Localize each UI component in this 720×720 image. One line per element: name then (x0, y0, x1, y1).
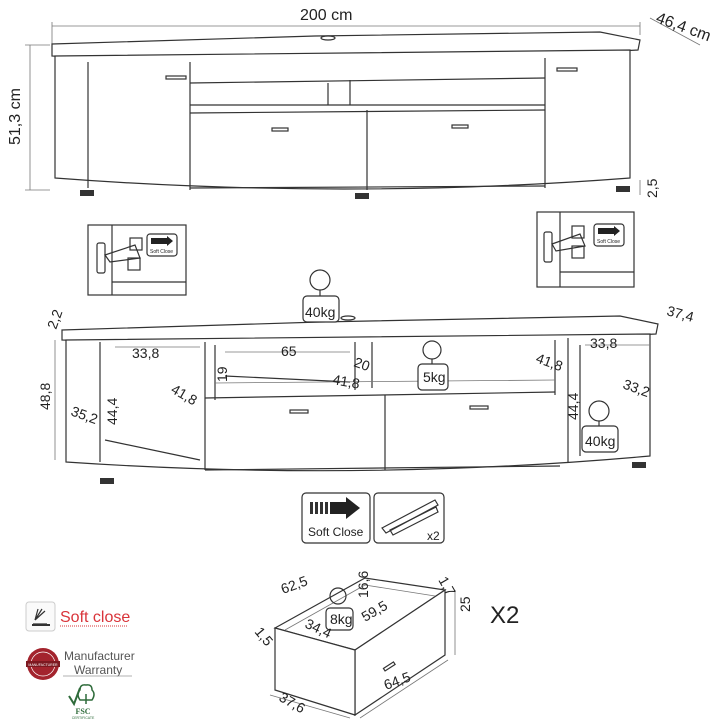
drawer-length-top-label: 62,5 (279, 572, 310, 596)
warranty-seal-icon: MANUFACTURER (26, 648, 60, 680)
inner-height-label: 48,8 (37, 383, 53, 410)
right-compartment-width-label: 33,8 (590, 335, 617, 351)
warranty-seal-text: MANUFACTURER (28, 663, 58, 667)
fsc-badge: FSC CERTIFICATE (68, 684, 95, 720)
drawer-inner-height-label: 16,6 (355, 571, 371, 598)
depth-label: 46,4 cm (654, 10, 713, 45)
soft-close-feature: Soft Close (301, 492, 371, 544)
inner-view-cabinet (54, 315, 659, 484)
hinge-badge-label: Soft Close (597, 239, 620, 245)
center-depth-label: 41,8 (331, 371, 361, 392)
front-view-cabinet (25, 17, 701, 199)
drawer-inner-length-label: 59,5 (359, 597, 391, 625)
soft-close-badge-icon: Soft Close (593, 223, 625, 247)
leg-height-label: 2,5 (644, 178, 660, 198)
height-label: 51,3 cm (7, 88, 24, 145)
weight-icon-shelf (417, 340, 449, 391)
soft-close-badge-label: Soft close (60, 609, 130, 626)
center-shelf-width-label: 65 (281, 343, 297, 359)
hinge-badge-label: Soft Close (150, 249, 173, 255)
weight-icon-top (302, 269, 340, 323)
hinge-detail-right: Soft Close (536, 211, 635, 288)
drawer-quantity-label: X2 (490, 602, 519, 629)
drawer-side-thickness-label: 1,5 (252, 624, 277, 649)
inner-depth-label: 37,4 (665, 302, 696, 325)
fsc-label: FSC (75, 707, 90, 716)
fsc-sub-label: CERTIFICATE (72, 716, 95, 720)
top-load-label: 40kg (305, 304, 335, 320)
runners-count-label: x2 (427, 529, 440, 543)
fsc-tree-icon (68, 684, 95, 707)
soft-close-badge-icon: Soft Close (146, 233, 178, 257)
left-compartment-width-label: 33,8 (132, 345, 159, 361)
width-label: 200 cm (300, 7, 352, 24)
hinge-detail-left: Soft Close (87, 224, 187, 296)
drawer-load-label: 8kg (330, 611, 353, 627)
soft-close-arrow-icon (310, 497, 360, 519)
drawer-diagram (269, 577, 456, 719)
warranty-line-2: Warranty (74, 663, 122, 677)
left-height-label: 44,4 (104, 398, 120, 425)
shelf-height-label: 19 (214, 366, 230, 382)
manufacturer-warranty-badge: MANUFACTURER Manufacturer Warranty (26, 648, 135, 680)
soft-close-badge: Soft close (25, 601, 130, 632)
compartment-load-label: 40kg (585, 433, 615, 449)
weight-icon-compartment (581, 400, 619, 453)
drawer-runners-feature: x2 (373, 492, 445, 544)
soft-close-fan-icon (32, 608, 50, 626)
shelf-load-label: 5kg (423, 369, 446, 385)
drawer-runner-icon (381, 499, 439, 536)
drawer-height-label: 25 (457, 596, 473, 612)
soft-close-feature-label: Soft Close (308, 525, 364, 539)
right-height-label: 44,4 (565, 393, 581, 420)
top-thickness-label: 2,2 (44, 307, 66, 331)
weight-icon-drawer (325, 587, 354, 631)
divider-label: 20 (352, 354, 372, 374)
warranty-line-1: Manufacturer (64, 649, 135, 663)
